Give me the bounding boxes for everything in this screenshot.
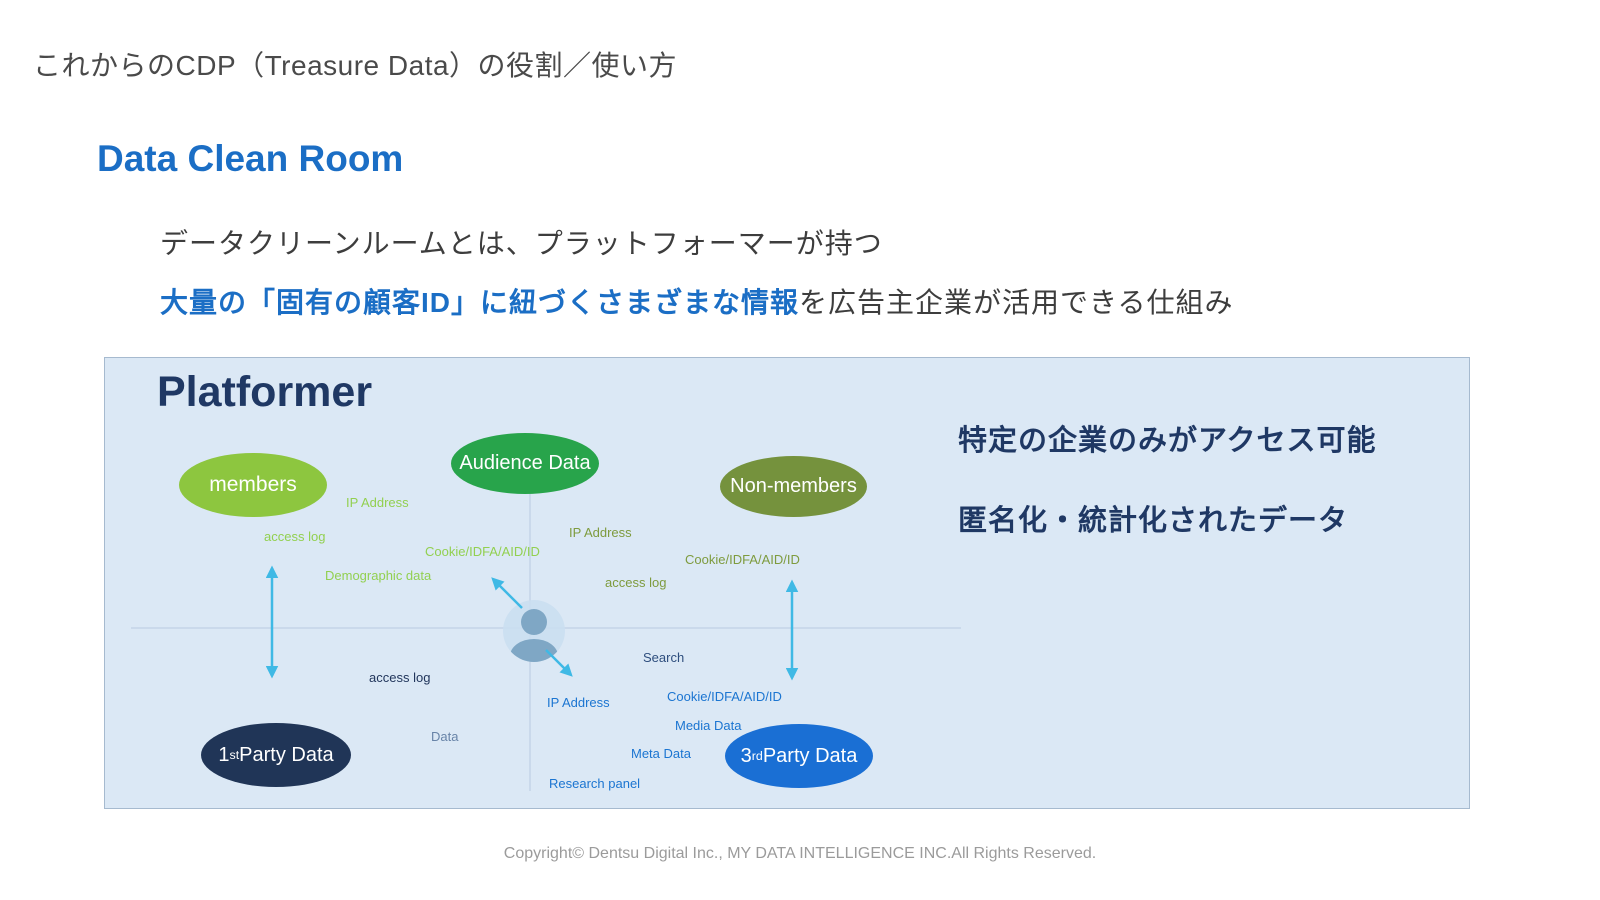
label-ip-address-bottom: IP Address (547, 695, 610, 710)
body-line-2-highlight: 大量の「固有の顧客ID」に紐づくさまざまな情報 (160, 287, 800, 318)
body-line-2: 大量の「固有の顧客ID」に紐づくさまざまな情報を広告主企業が活用できる仕組み (160, 281, 1233, 321)
label-access-log-bottom: access log (369, 670, 431, 685)
ellipse-non-members-label: Non-members (730, 475, 857, 497)
third-party-rest: Party Data (762, 744, 858, 767)
first-party-sup: st (229, 747, 240, 762)
first-party-rest: Party Data (239, 743, 334, 766)
label-media-data: Media Data (675, 718, 742, 733)
person-icon (503, 600, 565, 662)
ellipse-audience-data: Audience Data (451, 433, 599, 494)
label-research-panel: Research panel (549, 776, 641, 791)
label-cookie-bottom: Cookie/IDFA/AID/ID (667, 689, 782, 704)
third-party-base: 3 (740, 744, 752, 767)
ellipse-members: members (179, 453, 327, 517)
label-ip-address-mid: IP Address (569, 525, 632, 540)
note-access-restriction: 特定の企業のみがアクセス可能 (958, 425, 1377, 457)
label-search: Search (643, 650, 685, 665)
label-cookie-right: Cookie/IDFA/AID/ID (685, 552, 800, 567)
label-cookie-left: Cookie/IDFA/AID/ID (425, 544, 540, 559)
label-access-log-mid: access log (605, 575, 667, 590)
arrow-person-upleft (491, 577, 523, 609)
label-data: Data (431, 729, 459, 744)
ellipse-members-label: members (209, 473, 297, 496)
first-party-base: 1 (218, 743, 230, 766)
label-access-log-members: access log (264, 529, 326, 544)
third-party-sup: rd (751, 748, 763, 763)
label-ip-address-members: IP Address (346, 495, 409, 510)
body-line-2-rest: を広告主企業が活用できる仕組み (799, 287, 1234, 318)
platformer-title: Platformer (157, 368, 373, 416)
copyright-footer: Copyright© Dentsu Digital Inc., MY DATA … (503, 845, 1097, 862)
diagram-panel: Platformer members Audience Data Non-mem… (104, 357, 1470, 809)
diagram-canvas (131, 491, 961, 791)
ellipse-non-members: Non-members (720, 456, 867, 517)
arrow-person-downright (545, 649, 573, 677)
ellipse-audience-data-label: Audience Data (459, 452, 591, 474)
label-demographic-data: Demographic data (325, 568, 432, 583)
note-anonymized-data: 匿名化・統計化されたデータ (958, 505, 1349, 537)
section-heading: Data Clean Room (97, 138, 404, 179)
slide-title: これからのCDP（Treasure Data）の役割／使い方 (33, 50, 678, 81)
body-line-1: データクリーンルームとは、プラットフォーマーが持つ (160, 228, 883, 259)
label-meta-data: Meta Data (631, 746, 691, 761)
